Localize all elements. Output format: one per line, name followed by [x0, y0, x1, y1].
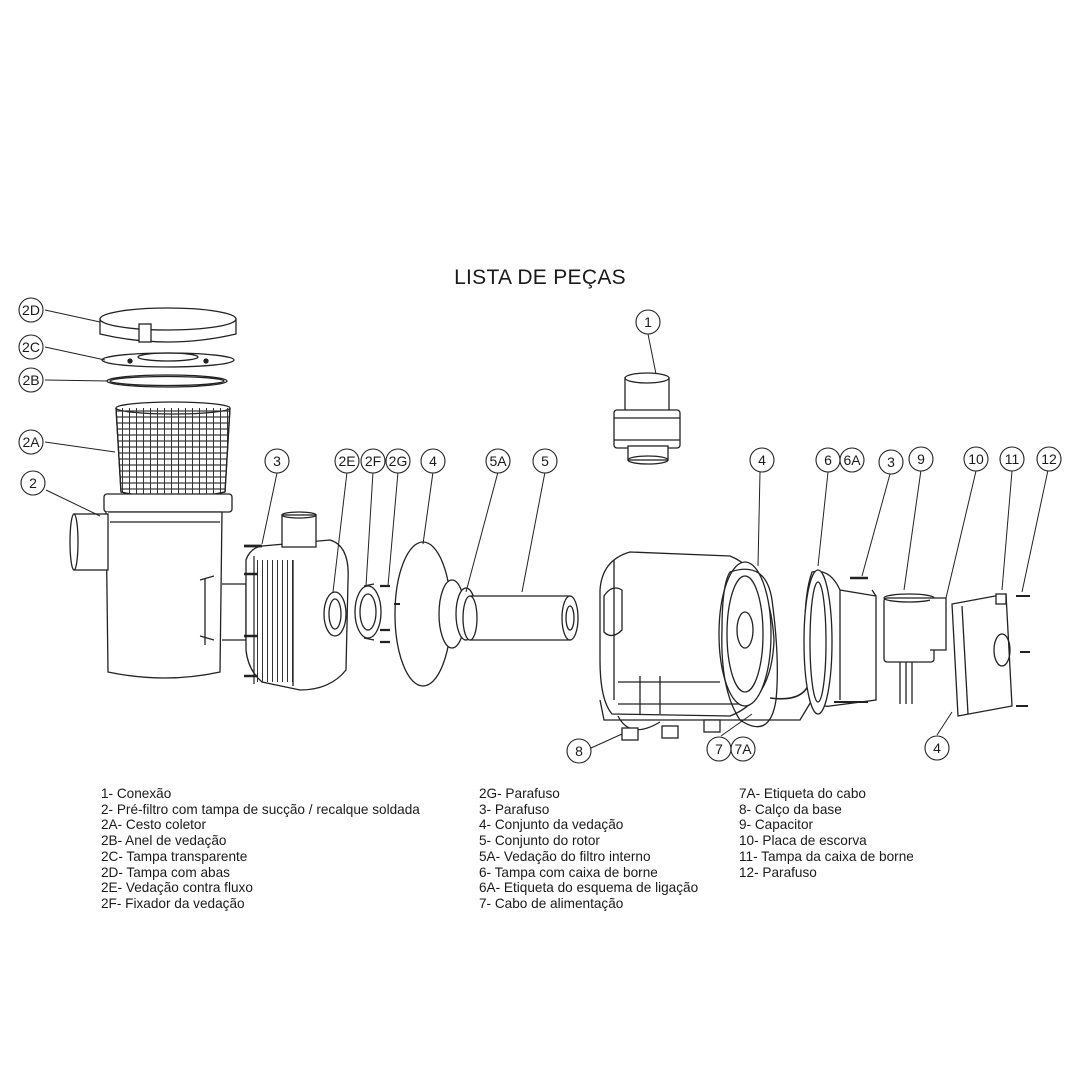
callout-label: 2F [365, 453, 381, 469]
callout-label: 2 [29, 475, 37, 491]
page-title: LISTA DE PEÇAS [454, 266, 626, 289]
legend-item: 2C- Tampa transparente [101, 848, 248, 864]
callout-label: 4 [758, 452, 766, 468]
callout-label: 12 [1041, 451, 1057, 467]
pump-volute-housing [244, 511, 349, 691]
parts-legend-column-1: 1- Conexão 2- Pré-filtro com tampa de su… [101, 786, 420, 912]
legend-item: 7A- Etiqueta do cabo [739, 786, 866, 801]
part-2b-o-ring [106, 374, 228, 388]
legend-item: 2G- Parafuso [479, 786, 560, 801]
part-1-union-connector [613, 372, 681, 465]
part-2f-seal-holder [354, 583, 382, 641]
legend-item: 9- Capacitor [739, 817, 814, 833]
callout-label: 3 [887, 454, 895, 470]
part-9-capacitor [883, 593, 935, 704]
part-11-terminal-lid [951, 593, 1013, 717]
callout-label: 10 [968, 451, 984, 467]
part-8-base-shims [621, 719, 721, 741]
callout-label: 7 [715, 741, 723, 757]
legend-item: 2- Pré-filtro com tampa de sucção / reca… [101, 801, 420, 817]
callout-label: 2C [22, 339, 40, 355]
callout-label: 1 [644, 314, 652, 330]
leader-lines [44, 309, 1049, 749]
part-2a-basket [115, 401, 231, 499]
legend-item: 11- Tampa da caixa de borne [739, 848, 914, 864]
legend-item: 3- Parafuso [479, 801, 550, 817]
callout-label: 6 [824, 452, 832, 468]
callout-label: 2E [338, 453, 355, 469]
callout-label: 11 [1005, 451, 1020, 467]
callout-label: 4 [429, 453, 437, 469]
legend-item: 5A- Vedação do filtro interno [479, 848, 651, 864]
legend-item: 6A- Etiqueta do esquema de ligação [479, 880, 699, 896]
callout-label: 2G [389, 453, 408, 469]
part-12-screws [1016, 595, 1030, 707]
callout-label: 9 [917, 451, 925, 467]
legend-item: 1- Conexão [101, 786, 172, 801]
motor-body [599, 551, 813, 721]
legend-item: 5- Conjunto do rotor [479, 833, 600, 849]
callout-label: 7A [734, 741, 752, 757]
part-2c-clear-cover [101, 352, 235, 368]
part-4-motor-gasket [721, 568, 778, 728]
legend-item: 6- Tampa com caixa de borne [479, 864, 658, 880]
legend-item: 12- Parafuso [739, 864, 817, 880]
legend-item: 7- Cabo de alimentação [479, 895, 624, 911]
legend-item: 2A- Cesto coletor [101, 817, 207, 833]
callout-label: 5 [541, 453, 549, 469]
callout-label: 2D [22, 302, 40, 318]
callout-label: 3 [273, 453, 281, 469]
parts-legend-column-3: 7A- Etiqueta do cabo 8- Calço da base 9-… [739, 786, 914, 880]
part-2d-lid [99, 307, 237, 343]
callout-label: 2A [22, 434, 40, 450]
legend-item: 4- Conjunto da vedação [479, 817, 624, 833]
callout-circles [18, 297, 1062, 764]
part-10-priming-plate [930, 597, 947, 651]
callout-label: 2B [22, 372, 39, 388]
legend-item: 2D- Tampa com abas [101, 864, 230, 880]
legend-item: 8- Calço da base [739, 801, 842, 817]
callout-label: 6A [843, 452, 861, 468]
legend-item: 10- Placa de escorva [739, 833, 867, 849]
part-5-rotor-assembly [438, 579, 579, 649]
legend-item: 2B- Anel de vedação [101, 833, 227, 849]
legend-item: 2E- Vedação contra fluxo [101, 880, 253, 896]
callout-label: 8 [575, 743, 583, 759]
callout-label: 4 [933, 740, 941, 756]
callout-label: 5A [489, 453, 507, 469]
callout-labels: 2D 2C 2B 2A 2 3 2E 2F 2G 4 5A 5 1 4 6 6A… [22, 302, 1057, 759]
parts-legend-column-2: 2G- Parafuso 3- Parafuso 4- Conjunto da … [479, 786, 698, 912]
part-2-prefilter-housing [69, 493, 247, 679]
part-6-terminal-cover [803, 569, 877, 715]
legend-item: 2F- Fixador da vedação [101, 895, 245, 911]
